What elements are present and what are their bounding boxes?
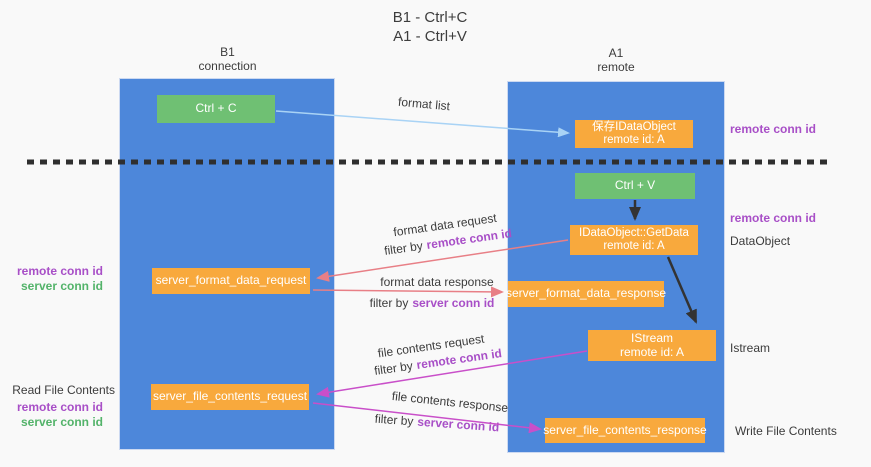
column-header-a1: A1 remote: [507, 46, 725, 74]
box-save-idataobject-line1: 保存IDataObject: [592, 120, 676, 133]
server-conn-id-inline-1: server conn id: [412, 296, 495, 310]
right-label-write-file-contents: Write File Contents: [735, 424, 837, 438]
box-ctrl-c: Ctrl + C: [157, 95, 275, 123]
left-label-format-conn-ids: remote conn id server conn id: [0, 264, 115, 294]
box-server-format-data-response-label: server_format_data_response: [505, 286, 667, 301]
box-server-file-contents-request: server_file_contents_request: [151, 384, 309, 410]
filter-by-text-4: filter by: [374, 411, 414, 429]
left-label-remote-conn-id-format: remote conn id: [16, 264, 103, 278]
right-label-istream: Istream: [730, 341, 771, 355]
box-server-file-contents-response-label: server_file_contents_response: [543, 422, 707, 437]
box-server-file-contents-response: server_file_contents_response: [543, 418, 707, 443]
box-idataobject-getdata: IDataObject::GetData remote id: A: [570, 225, 698, 255]
title-line-2: A1 - Ctrl+V: [393, 28, 467, 45]
column-a1-name: A1: [608, 46, 624, 60]
column-a1-subtitle: remote: [597, 59, 635, 74]
box-istream-line2: remote id: A: [619, 344, 685, 359]
box-istream-line1: IStream: [630, 331, 673, 345]
right-label-dataobject: DataObject: [730, 234, 791, 248]
box-server-file-contents-request-label: server_file_contents_request: [152, 389, 308, 404]
left-label-read-file-contents: Read File Contents: [12, 383, 115, 397]
box-server-format-data-request: server_format_data_request: [152, 268, 310, 294]
box-save-idataobject-line2: remote id: A: [603, 134, 665, 146]
label-format-list: format list: [397, 94, 451, 114]
column-b1-subtitle: connection: [198, 58, 257, 73]
box-ctrl-v: Ctrl + V: [575, 173, 695, 199]
box-idataobject-getdata-line1: IDataObject::GetData: [579, 226, 689, 239]
box-ctrl-c-label: Ctrl + C: [195, 101, 237, 116]
filter-by-text-2: filter by: [369, 296, 409, 310]
box-ctrl-v-label: Ctrl + V: [614, 178, 656, 193]
right-label-remote-conn-id-top: remote conn id: [730, 122, 817, 136]
arrow-format-data-response: [312, 286, 504, 298]
label-format-data-response: format data response: [380, 275, 494, 289]
diagram-title: B1 - Ctrl+C A1 - Ctrl+V: [0, 8, 860, 46]
label-file-contents-response: file contents response: [391, 388, 509, 416]
box-server-format-data-response: server_format_data_response: [505, 281, 667, 307]
server-conn-id-inline-2: server conn id: [416, 414, 500, 435]
left-label-file-conn-ids: remote conn id server conn id: [0, 400, 115, 430]
filter-by-text-3: filter by: [373, 358, 414, 378]
box-save-idataobject: 保存IDataObject remote id: A: [575, 120, 693, 148]
column-b1-name: B1: [220, 45, 235, 59]
box-server-format-data-request-label: server_format_data_request: [155, 273, 307, 288]
box-istream: IStream remote id: A: [588, 330, 716, 361]
box-idataobject-getdata-line2: remote id: A: [603, 240, 665, 252]
title-line-1: B1 - Ctrl+C: [392, 9, 468, 26]
left-label-server-conn-id-format: server conn id: [20, 279, 103, 293]
left-label-read-file-contents-wrap: Read File Contents: [0, 383, 115, 398]
right-label-remote-conn-id-mid: remote conn id: [730, 211, 817, 225]
left-label-remote-conn-id-file: remote conn id: [16, 400, 103, 414]
column-header-b1: B1 connection: [120, 45, 335, 73]
left-label-server-conn-id-file: server conn id: [20, 415, 103, 429]
filter-by-text-1: filter by: [383, 238, 424, 258]
